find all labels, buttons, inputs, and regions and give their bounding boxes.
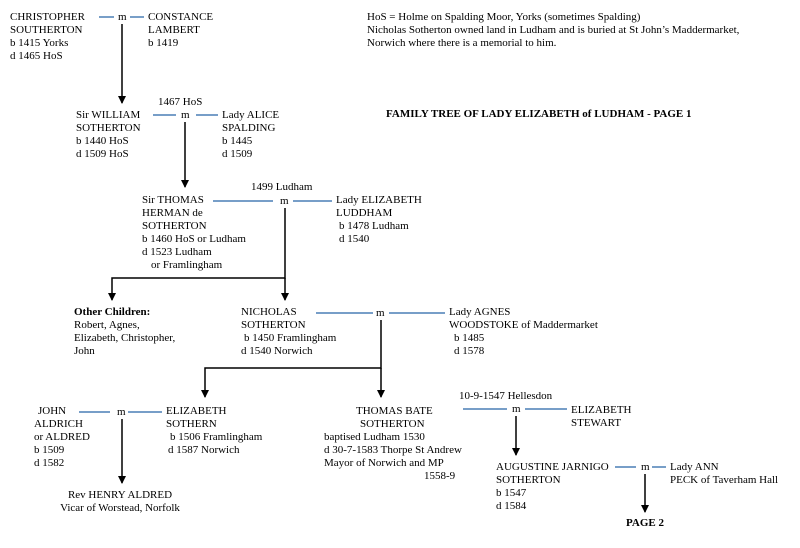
person-died: d 1523 Ludham: [142, 246, 212, 258]
person-surname: STEWART: [571, 417, 622, 429]
page-2-link[interactable]: PAGE 2: [626, 517, 664, 529]
person-office-years: 1558-9: [424, 470, 456, 482]
person-christopher-southerton: CHRISTOPHER SOUTHERTON b 1415 Yorks d 14…: [10, 11, 85, 63]
person-surname: SOUTHERTON: [10, 24, 83, 36]
person-constance-lambert: CONSTANCE LAMBERT b 1419: [148, 11, 213, 50]
person-surname: SOTHERTON: [142, 220, 207, 232]
person-died: d 1509: [222, 148, 253, 160]
person-surname: SOTHERTON: [241, 319, 306, 331]
other-children-line: Robert, Agnes,: [74, 319, 140, 331]
person-ann-peck: Lady ANN PECK of Taverham Hall: [670, 461, 778, 487]
marriage-marker: m: [376, 307, 385, 319]
person-name: Lady ALICE: [222, 109, 280, 121]
other-children: Other Children: Robert, Agnes, Elizabeth…: [74, 306, 175, 358]
person-born: b 1460 HoS or Ludham: [142, 233, 246, 245]
person-surname: WOODSTOKE of Maddermarket: [449, 319, 598, 331]
person-surname: LUDDHAM: [336, 207, 393, 219]
person-name: THOMAS BATE: [356, 405, 433, 417]
person-died: d 1509 HoS: [76, 148, 129, 160]
person-died: d 1587 Norwich: [168, 444, 240, 456]
person-surname: LAMBERT: [148, 24, 200, 36]
marriage-date: 1467 HoS: [158, 96, 203, 108]
person-name: CONSTANCE: [148, 11, 214, 23]
person-name: Lady ELIZABETH: [336, 194, 422, 206]
marriage-marker: m: [512, 403, 521, 415]
person-born: b 1509: [34, 444, 65, 456]
person-surname: SOTHERTON: [360, 418, 425, 430]
person-alice-spalding: Lady ALICE SPALDING b 1445 d 1509: [222, 109, 279, 161]
person-name: Lady AGNES: [449, 306, 511, 318]
marriage-marker: m: [118, 11, 127, 23]
person-office: Mayor of Norwich and MP: [324, 457, 444, 469]
person-agnes-woodstoke: Lady AGNES WOODSTOKE of Maddermarket b 1…: [449, 306, 598, 358]
marriage-marker: m: [641, 461, 650, 473]
person-name: ELIZABETH: [166, 405, 227, 417]
person-elizabeth-luddham: Lady ELIZABETH LUDDHAM b 1478 Ludham d 1…: [336, 194, 422, 246]
person-born: b 1450 Framlingham: [244, 332, 337, 344]
page-title: FAMILY TREE OF LADY ELIZABETH of LUDHAM …: [386, 108, 692, 120]
person-surname: ALDRICH: [34, 418, 83, 430]
person-died: d 1540 Norwich: [241, 345, 313, 357]
person-name: Rev HENRY ALDRED: [67, 489, 173, 501]
person-name: NICHOLAS: [241, 306, 297, 318]
person-born: b 1547: [496, 487, 527, 499]
person-elizabeth-sothern: ELIZABETH SOTHERN b 1506 Framlingham d 1…: [166, 405, 262, 457]
person-born: b 1419: [148, 37, 179, 49]
person-died: d 1540: [339, 233, 370, 245]
other-children-line: John: [74, 345, 95, 357]
person-died: d 1584: [496, 500, 527, 512]
person-name: CHRISTOPHER: [10, 11, 85, 23]
person-nicholas-sotherton: NICHOLAS SOTHERTON b 1450 Framlingham d …: [241, 306, 336, 358]
person-surname: SOTHERTON: [496, 474, 561, 486]
person-died: d 1465 HoS: [10, 50, 63, 62]
person-born: b 1478 Ludham: [339, 220, 409, 232]
person-died: d 1578: [454, 345, 485, 357]
person-baptised: baptised Ludham 1530: [324, 431, 425, 443]
person-john-aldrich: JOHN ALDRICH or ALDRED b 1509 d 1582: [34, 405, 90, 470]
person-born: b 1445: [222, 135, 253, 147]
marriage-marker: m: [181, 109, 190, 121]
person-name: Sir THOMAS: [142, 194, 204, 206]
person-died: d 30-7-1583 Thorpe St Andrew: [324, 444, 462, 456]
marriage-marker: m: [280, 195, 289, 207]
person-surname: SPALDING: [222, 122, 276, 134]
person-born: b 1440 HoS: [76, 135, 129, 147]
note-line: Norwich where there is a memorial to him…: [367, 37, 557, 49]
person-thomas-bate-sotherton: THOMAS BATE SOTHERTON baptised Ludham 15…: [324, 405, 462, 483]
person-surname: HERMAN de: [142, 207, 203, 219]
person-henry-aldred: Rev HENRY ALDRED Vicar of Worstead, Norf…: [50, 489, 190, 515]
note-line: HoS = Holme on Spalding Moor, Yorks (som…: [367, 11, 641, 23]
marriage-lines: [79, 16, 666, 468]
person-born: b 1506 Framlingham: [170, 431, 263, 443]
note-line: Nicholas Sotherton owned land in Ludham …: [367, 24, 740, 36]
person-elizabeth-stewart: ELIZABETH STEWART: [571, 404, 631, 430]
other-children-line: Elizabeth, Christopher,: [74, 332, 176, 344]
hos-note: HoS = Holme on Spalding Moor, Yorks (som…: [367, 11, 739, 50]
marriage-date: 10-9-1547 Hellesdon: [459, 390, 553, 402]
person-surname: or ALDRED: [34, 431, 90, 443]
person-died: or Framlingham: [151, 259, 223, 271]
person-name: Sir WILLIAM: [76, 109, 141, 121]
person-surname: SOTHERTON: [76, 122, 141, 134]
other-children-heading: Other Children:: [74, 306, 151, 318]
person-born: b 1415 Yorks: [10, 37, 69, 49]
marriage-marker: m: [117, 406, 126, 418]
person-surname: SOTHERN: [166, 418, 217, 430]
person-william-sotherton: Sir WILLIAM SOTHERTON b 1440 HoS d 1509 …: [76, 109, 141, 161]
person-name: Lady ANN: [670, 461, 719, 473]
marriage-date: 1499 Ludham: [251, 181, 313, 193]
person-augustine-jarnigo-sotherton: AUGUSTINE JARNIGO SOTHERTON b 1547 d 158…: [496, 461, 609, 513]
person-thomas-herman-de-sotherton: Sir THOMAS HERMAN de SOTHERTON b 1460 Ho…: [142, 194, 246, 272]
descent-lines: [108, 24, 649, 513]
person-born: b 1485: [454, 332, 485, 344]
person-office: Vicar of Worstead, Norfolk: [60, 502, 180, 514]
person-surname: PECK of Taverham Hall: [670, 474, 779, 486]
person-died: d 1582: [34, 457, 65, 469]
person-name: ELIZABETH: [571, 404, 632, 416]
person-name: AUGUSTINE JARNIGO: [496, 461, 609, 473]
person-name: JOHN: [38, 405, 67, 417]
